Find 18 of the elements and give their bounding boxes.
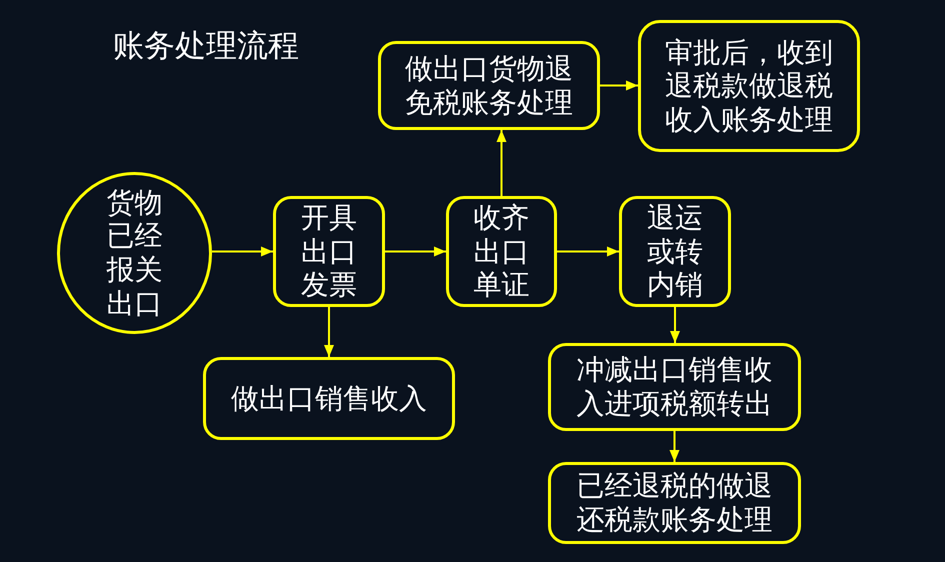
circle-node: 货物已经报关出口	[57, 172, 212, 334]
process-box: 做出口货物退免税账务处理	[378, 41, 600, 130]
process-box: 冲减出口销售收入进项税额转出	[548, 343, 801, 431]
arrow	[600, 80, 638, 90]
arrow	[557, 246, 619, 256]
arrow	[324, 307, 334, 357]
title: 账务处理流程	[113, 28, 299, 66]
process-box: 退运或转内销	[619, 196, 731, 307]
arrow	[212, 246, 273, 256]
arrow	[496, 130, 506, 196]
arrow	[670, 431, 680, 462]
arrow	[670, 307, 680, 343]
process-box: 收齐出口单证	[446, 196, 557, 307]
process-box: 开具出口发票	[273, 196, 385, 307]
process-box: 已经退税的做退还税款账务处理	[548, 462, 801, 544]
process-box: 做出口销售收入	[203, 357, 455, 440]
process-box: 审批后，收到退税款做退税收入账务处理	[638, 20, 860, 152]
arrow	[385, 246, 446, 256]
